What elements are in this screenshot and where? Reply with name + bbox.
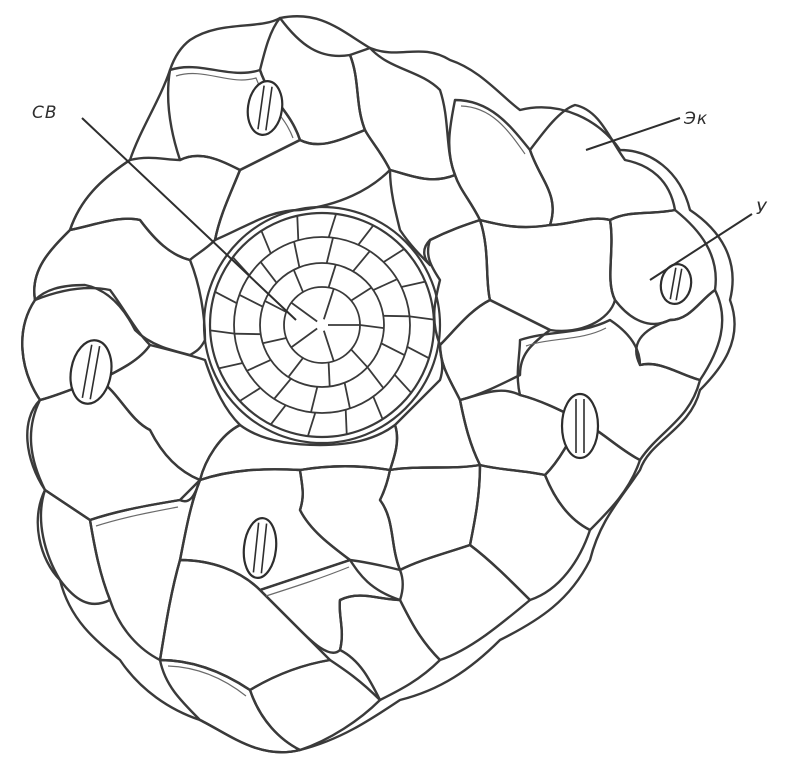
stoma-bottom <box>241 516 279 579</box>
stoma-top <box>244 79 285 137</box>
gland-cell-wall <box>373 397 382 420</box>
epidermal-cell <box>440 300 550 400</box>
gland-cell-wall <box>327 238 333 263</box>
gland-cell-wall <box>210 330 234 333</box>
stoma-right-labeled <box>658 262 694 307</box>
epidermal-cell <box>160 560 330 690</box>
gland-cell-wall <box>381 343 404 355</box>
gland-cell-wall <box>383 316 409 317</box>
gland-cell-wall <box>294 270 303 292</box>
guard-cell-pair <box>562 394 598 458</box>
epidermal-cell <box>470 465 590 600</box>
gland-cell-wall <box>367 367 383 388</box>
epidermal-cell <box>31 380 200 520</box>
gland-cell-wall <box>219 363 243 368</box>
gland-cell-wall <box>351 288 371 301</box>
epidermal-cell <box>350 48 455 179</box>
epidermal-cell <box>215 130 390 240</box>
glandular-hair <box>204 207 440 443</box>
epidermal-cell <box>34 219 205 355</box>
gland-cell-wall <box>294 242 299 268</box>
gland-cell-wall <box>353 251 370 271</box>
gland-cell-wall <box>346 410 347 434</box>
label-stoma: У <box>756 199 768 219</box>
guard-cell-pair <box>244 79 285 137</box>
gland-cell-wall <box>329 214 336 237</box>
guard-cell-pair <box>241 516 279 579</box>
gland-cell-wall <box>324 289 334 319</box>
gland-cell-wall <box>288 358 303 377</box>
gland-cell-wall <box>358 225 373 244</box>
epidermal-cells <box>22 16 734 752</box>
gland-cell-wall <box>234 334 260 335</box>
gland-cell-wall <box>351 349 367 367</box>
stoma-left <box>66 337 117 407</box>
epidermal-cell <box>100 345 240 480</box>
gland-cell-wall <box>324 331 334 361</box>
gland-cell-wall <box>247 360 271 371</box>
gland-radial-walls <box>210 214 434 436</box>
gland-outer-ring <box>204 207 440 443</box>
gland-cell-wall <box>297 216 298 240</box>
gland-cell-wall <box>274 379 291 399</box>
gland-cell-wall <box>261 262 277 283</box>
gland-cell-wall <box>360 325 384 328</box>
cell-wall-inner <box>266 567 349 596</box>
epidermal-cell <box>250 660 380 750</box>
label-glandular-hair: СВ <box>32 103 58 123</box>
gland-cell-wall <box>240 388 261 401</box>
gland-cell-wall <box>401 282 425 287</box>
cell-wall-inner <box>96 507 178 526</box>
gland-cell-wall <box>291 329 317 348</box>
gland-cell-wall <box>271 405 286 424</box>
leader-stoma <box>650 214 752 280</box>
gland-cell-wall <box>215 292 237 303</box>
epidermis-outline <box>22 16 734 752</box>
gland-cell-wall <box>311 387 317 412</box>
label-epidermis: Эк <box>683 109 708 129</box>
epidermal-cell <box>390 345 480 470</box>
gland-cell-wall <box>329 362 330 386</box>
epidermal-cell <box>300 466 400 570</box>
gland-cell-wall <box>239 295 262 307</box>
gland-cell-wall <box>410 316 434 319</box>
gland-cell-wall <box>373 279 397 290</box>
epidermal-cell <box>400 545 530 660</box>
gland-cell-wall <box>263 338 287 343</box>
epidermal-cell <box>530 105 675 225</box>
gland-cell-wall <box>329 265 336 288</box>
gland-cell-wall <box>395 375 412 393</box>
gland-outer-ring-inner <box>210 213 434 437</box>
epidermal-cell <box>340 596 440 700</box>
gland-cell-wall <box>407 347 429 358</box>
gland-cell-wall <box>261 231 270 254</box>
epidermal-cell <box>480 219 615 331</box>
epidermal-cell <box>41 490 110 604</box>
gland-cell-wall <box>345 383 350 409</box>
epidermal-cell <box>610 210 716 324</box>
stoma-right-lower <box>562 394 598 458</box>
gland-cell-wall <box>308 413 315 436</box>
epidermal-cell <box>390 170 480 265</box>
epidermal-cell <box>449 100 552 227</box>
gland-cell-wall <box>384 249 405 262</box>
